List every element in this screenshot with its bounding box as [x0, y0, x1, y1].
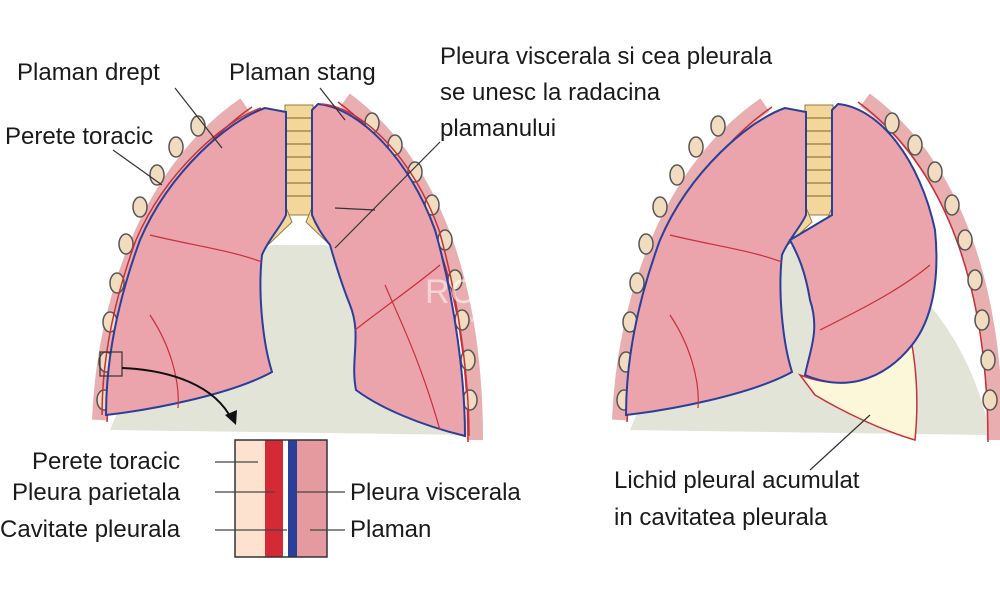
label-chest-wall: Perete toracic [5, 123, 154, 150]
pleural-effusion-lungs [617, 100, 997, 471]
label-fluid-1: Lichid pleural acumulat [614, 467, 860, 494]
pleura-layers-inset [215, 439, 345, 558]
label-right-lung: Plaman drept [17, 59, 160, 86]
label-pleura-join-2: se unesc la radacina [440, 79, 661, 106]
normal-lungs [97, 87, 477, 442]
right-lung [104, 106, 287, 417]
inset-label-parietal-pleura: Pleura parietala [12, 479, 181, 506]
inset-label-lung: Plaman [350, 516, 432, 543]
inset-label-pleural-cavity: Cavitate pleurala [0, 516, 181, 543]
inset-label-visceral-pleura: Pleura viscerala [350, 479, 521, 506]
label-left-lung: Plaman stang [229, 59, 376, 86]
watermark-url: www.romedic.ro [470, 314, 542, 325]
watermark: ROMEDIC [425, 273, 593, 311]
inset-label-chest-wall: Perete toracic [32, 448, 181, 475]
label-pleura-join-1: Pleura viscerala si cea pleurala [440, 43, 773, 70]
label-fluid-2: in cavitatea pleurala [614, 504, 828, 531]
label-pleura-join-3: plamanului [440, 115, 557, 142]
left-lung [311, 102, 467, 438]
